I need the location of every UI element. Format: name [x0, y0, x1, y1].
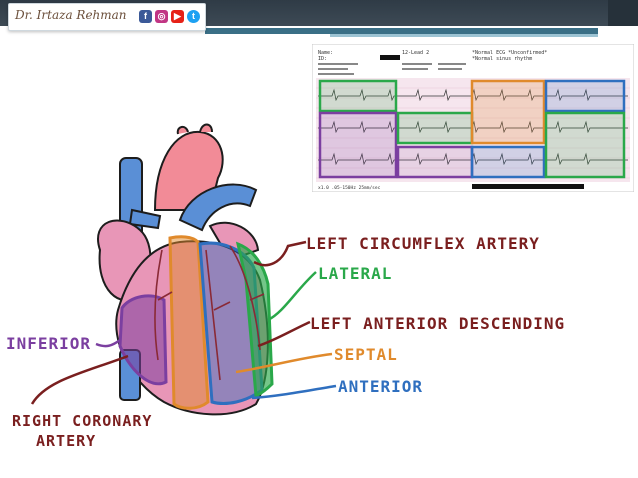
- label-artery: ARTERY: [36, 432, 97, 450]
- brand-name: Dr. Irtaza Rehman: [15, 8, 127, 22]
- ecg-footer: x1.0 .05-150Hz 25mm/sec: [318, 185, 381, 191]
- accent-line: [205, 28, 598, 34]
- ecg-strip: Name: ID: 12-Lead 2 *Normal ECG *Unconfi…: [312, 44, 634, 192]
- ecg-id: ID:: [318, 56, 327, 62]
- label-right-coronary: RIGHT CORONARY: [12, 412, 153, 430]
- label-left-circumflex-artery: LEFT CIRCUMFLEX ARTERY: [306, 234, 540, 253]
- label-septal: SEPTAL: [334, 345, 398, 364]
- ecg-title: 12-Lead 2: [402, 50, 429, 56]
- ecg-name: Name:: [318, 50, 333, 56]
- youtube-icon[interactable]: ▶: [171, 10, 184, 23]
- brand-banner: Dr. Irtaza Rehman f ◎ ▶ t: [8, 3, 206, 31]
- twitter-icon[interactable]: t: [187, 10, 200, 23]
- ecg-rhythm2: *Normal sinus rhythm: [472, 56, 532, 62]
- label-inferior: INFERIOR: [6, 334, 92, 353]
- instagram-icon[interactable]: ◎: [155, 10, 168, 23]
- facebook-icon[interactable]: f: [139, 10, 152, 23]
- label-left-anterior-descending: LEFT ANTERIOR DESCENDING: [310, 314, 566, 333]
- label-lateral: LATERAL: [318, 264, 393, 283]
- ecg-rhythm: *Normal ECG *Unconfirmed*: [472, 50, 547, 56]
- label-anterior: ANTERIOR: [338, 377, 424, 396]
- top-bar-cap: [608, 0, 638, 26]
- heart-illustration: [97, 123, 274, 416]
- accent-line-thin: [330, 34, 598, 37]
